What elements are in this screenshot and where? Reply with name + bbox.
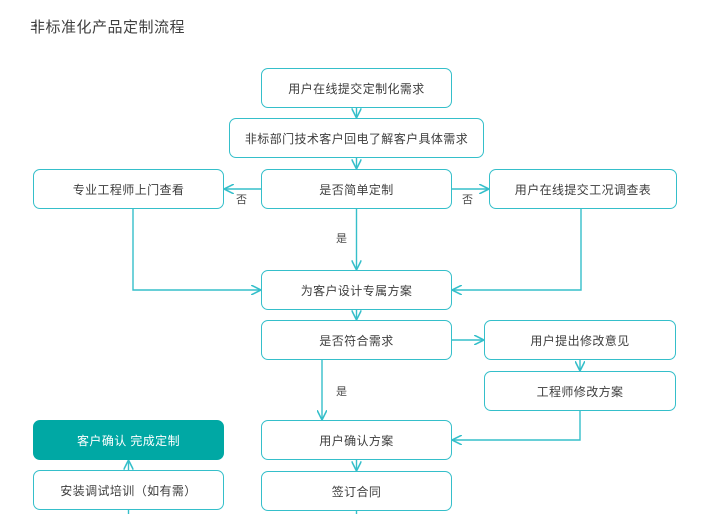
- flow-node-user-revision-feedback[interactable]: 用户提出修改意见: [484, 320, 676, 360]
- flow-node-install-debug-training[interactable]: 安装调试培训（如有需）: [33, 470, 224, 510]
- title-bullet-icon: [34, 24, 37, 27]
- flow-node-user-confirm-plan[interactable]: 用户确认方案: [261, 420, 452, 460]
- edge-label-yes-top: 是: [336, 233, 347, 245]
- edge-label-no-right: 否: [462, 194, 473, 206]
- flow-node-dept-callback[interactable]: 非标部门技术客户回电了解客户具体需求: [229, 118, 484, 158]
- flow-node-design-exclusive-plan[interactable]: 为客户设计专属方案: [261, 270, 452, 310]
- flow-node-is-simple-customization[interactable]: 是否简单定制: [261, 169, 452, 209]
- flow-node-sign-contract[interactable]: 签订合同: [261, 471, 452, 511]
- flow-node-engineer-onsite-visit[interactable]: 专业工程师上门查看: [33, 169, 224, 209]
- flow-node-user-submit-request[interactable]: 用户在线提交定制化需求: [261, 68, 452, 108]
- connector-n5-n6: [453, 209, 582, 290]
- connector-n9-n10: [453, 411, 581, 440]
- page-title: 非标准化产品定制流程: [30, 19, 186, 36]
- flow-node-engineer-revise-plan[interactable]: 工程师修改方案: [484, 371, 676, 411]
- edge-label-no-left: 否: [236, 194, 247, 206]
- flow-node-submit-condition-form[interactable]: 用户在线提交工况调查表: [489, 169, 677, 209]
- flow-node-meets-requirements[interactable]: 是否符合需求: [261, 320, 452, 360]
- flow-node-customer-confirm-complete[interactable]: 客户确认 完成定制: [33, 420, 224, 460]
- edge-label-yes-bottom: 是: [336, 386, 347, 398]
- connector-n4-n6: [132, 209, 260, 290]
